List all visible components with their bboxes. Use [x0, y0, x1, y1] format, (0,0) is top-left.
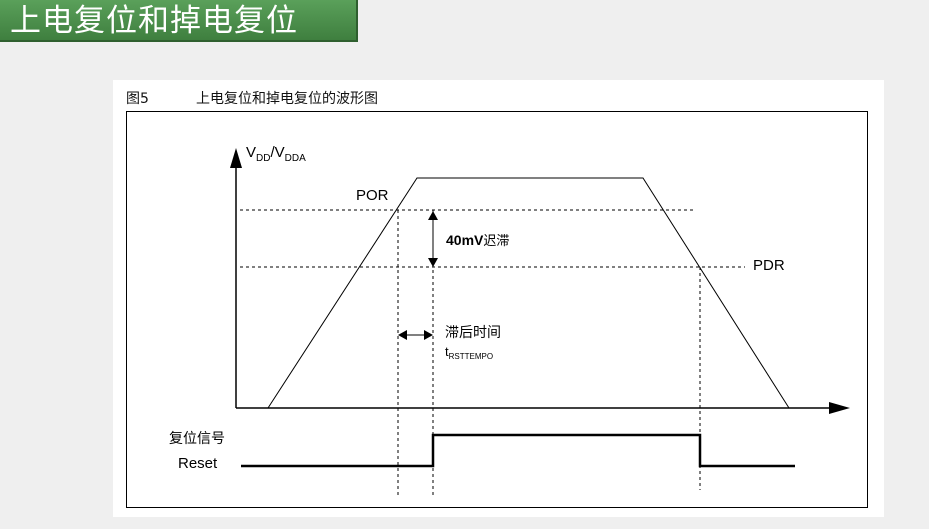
page-title: 上电复位和掉电复位 [0, 0, 358, 42]
delay-arrow-left [398, 330, 407, 340]
delay-label-t: tRSTTEMPO [445, 344, 493, 361]
reset-label-cn: 复位信号 [169, 430, 225, 446]
hysteresis-arrow-top [428, 211, 438, 220]
supply-voltage-waveform [267, 177, 790, 409]
delay-arrow-right [424, 330, 433, 340]
x-axis-arrowhead [829, 402, 850, 414]
reset-signal-waveform [241, 433, 795, 468]
waveform-diagram: VDD/VDDA POR PDR 40mV迟滞 滞后时间 tRSTTEMPO 复 [169, 144, 850, 498]
reset-label-en: Reset [178, 455, 218, 472]
figure-card: 图5 上电复位和掉电复位的波形图 VDD/VDDA POR PDR [113, 80, 884, 517]
figure-number: 图5 [126, 91, 149, 107]
pdr-label: PDR [753, 257, 785, 274]
delay-label-cn: 滞后时间 [445, 324, 501, 340]
hysteresis-label: 40mV迟滞 [446, 232, 509, 249]
por-label: POR [356, 187, 389, 204]
y-axis-arrowhead [230, 148, 242, 168]
diagram-frame [126, 111, 868, 508]
figure-caption-text: 上电复位和掉电复位的波形图 [196, 91, 378, 107]
hysteresis-arrow-bottom [428, 258, 438, 267]
y-axis-label: VDD/VDDA [246, 144, 306, 164]
figure-caption: 图5 上电复位和掉电复位的波形图 [126, 88, 378, 108]
